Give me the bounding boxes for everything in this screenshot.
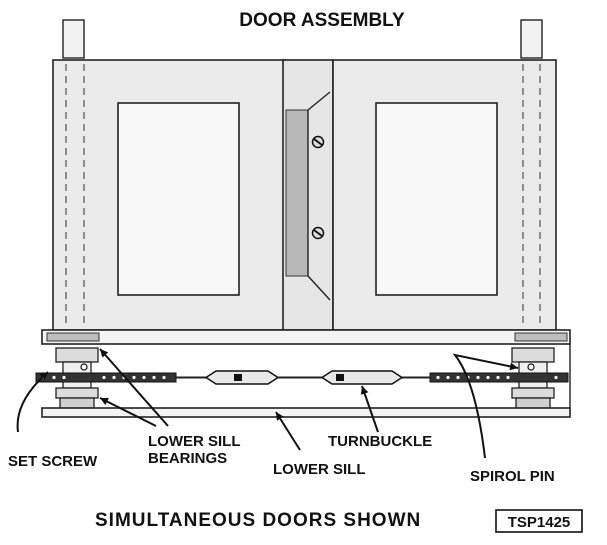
drawing-code: TSP1425 [508,514,571,531]
right-top-hinge-cap [520,19,543,59]
label-lower-sill: LOWER SILL [273,461,366,478]
right-door [332,59,557,331]
label-lower-sill-bearings-line2: BEARINGS [148,450,227,467]
label-lower-sill-bearings-line1: LOWER SILL [148,433,241,450]
turnbuckle-assembly [204,370,404,385]
label-spirol-pin: SPIROL PIN [470,468,555,485]
set-screw-leader [16,371,49,433]
spirol-pin-leader [452,353,519,459]
lower-sill-leader [275,411,301,451]
left-door-window [117,102,240,296]
footer-caption: SIMULTANEOUS DOORS SHOWN [95,510,421,531]
drawing-code-box [495,509,583,533]
left-top-hinge-cap [62,19,85,59]
right-door-window [375,102,498,296]
label-turnbuckle: TURNBUCKLE [328,433,432,450]
bearings-lower-leader [99,397,157,427]
linkage-chain [35,372,569,383]
turnbuckle-leader [360,385,379,433]
center-latch-strip [282,59,334,331]
left-door [52,59,286,331]
label-set-screw: SET SCREW [8,453,98,470]
upper-sill [41,329,571,345]
lower-sill-bar [41,407,571,418]
bearings-upper-leader [99,348,169,427]
leader-lines [16,348,519,459]
diagram-title: DOOR ASSEMBLY [239,10,405,31]
